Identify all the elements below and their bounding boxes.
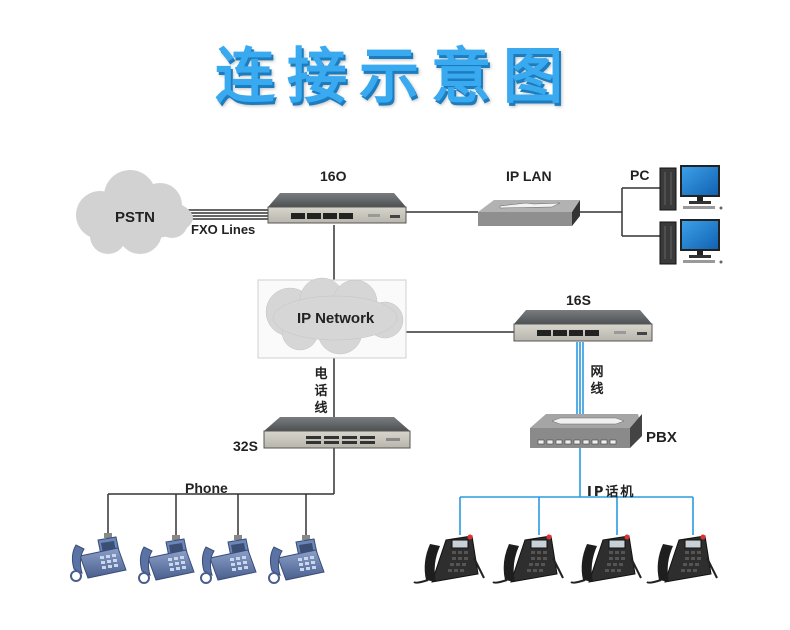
- gateway-32s-label: 32S: [233, 438, 258, 454]
- network-cable-label: 网线: [590, 365, 604, 397]
- gateway-16o-label: 16O: [320, 168, 347, 184]
- fxo-lines-label: FXO Lines: [191, 222, 256, 237]
- page-title: 连接示意图: [215, 42, 575, 112]
- pbx-label: PBX: [646, 429, 677, 446]
- gateway-32s-device: [263, 417, 411, 449]
- gateway-16s-device: [513, 310, 653, 342]
- pc-label: PC: [630, 167, 650, 183]
- ip-lines: [459, 342, 694, 535]
- pbx-device: [530, 414, 642, 448]
- pstn-cloud: [76, 170, 193, 254]
- ip-network-label: IP Network: [297, 310, 375, 327]
- analog-phones-label: Phone: [185, 480, 228, 496]
- pc-computer-1: [659, 165, 723, 211]
- gateway-16o-device: [267, 193, 407, 224]
- ip-phones-label: IP话机: [587, 485, 636, 500]
- ip-phone: [492, 533, 564, 584]
- gateway-16s-label: 16S: [566, 292, 591, 308]
- phone-line-label: 电话线: [314, 367, 328, 416]
- ip-phone: [646, 533, 718, 584]
- analog-phone: [138, 534, 195, 584]
- ip-lan-switch-device: [478, 200, 580, 226]
- pstn-label: PSTN: [115, 209, 156, 226]
- ip-phone: [413, 534, 485, 584]
- analog-phone: [70, 533, 127, 582]
- pc-computer-2: [659, 219, 723, 265]
- ip-phone: [570, 533, 642, 584]
- ip-lan-label: IP LAN: [506, 168, 552, 184]
- analog-phone: [268, 534, 325, 584]
- ip-network-cloud: [265, 277, 404, 355]
- connection-lines: [107, 187, 660, 537]
- analog-phone: [200, 534, 257, 584]
